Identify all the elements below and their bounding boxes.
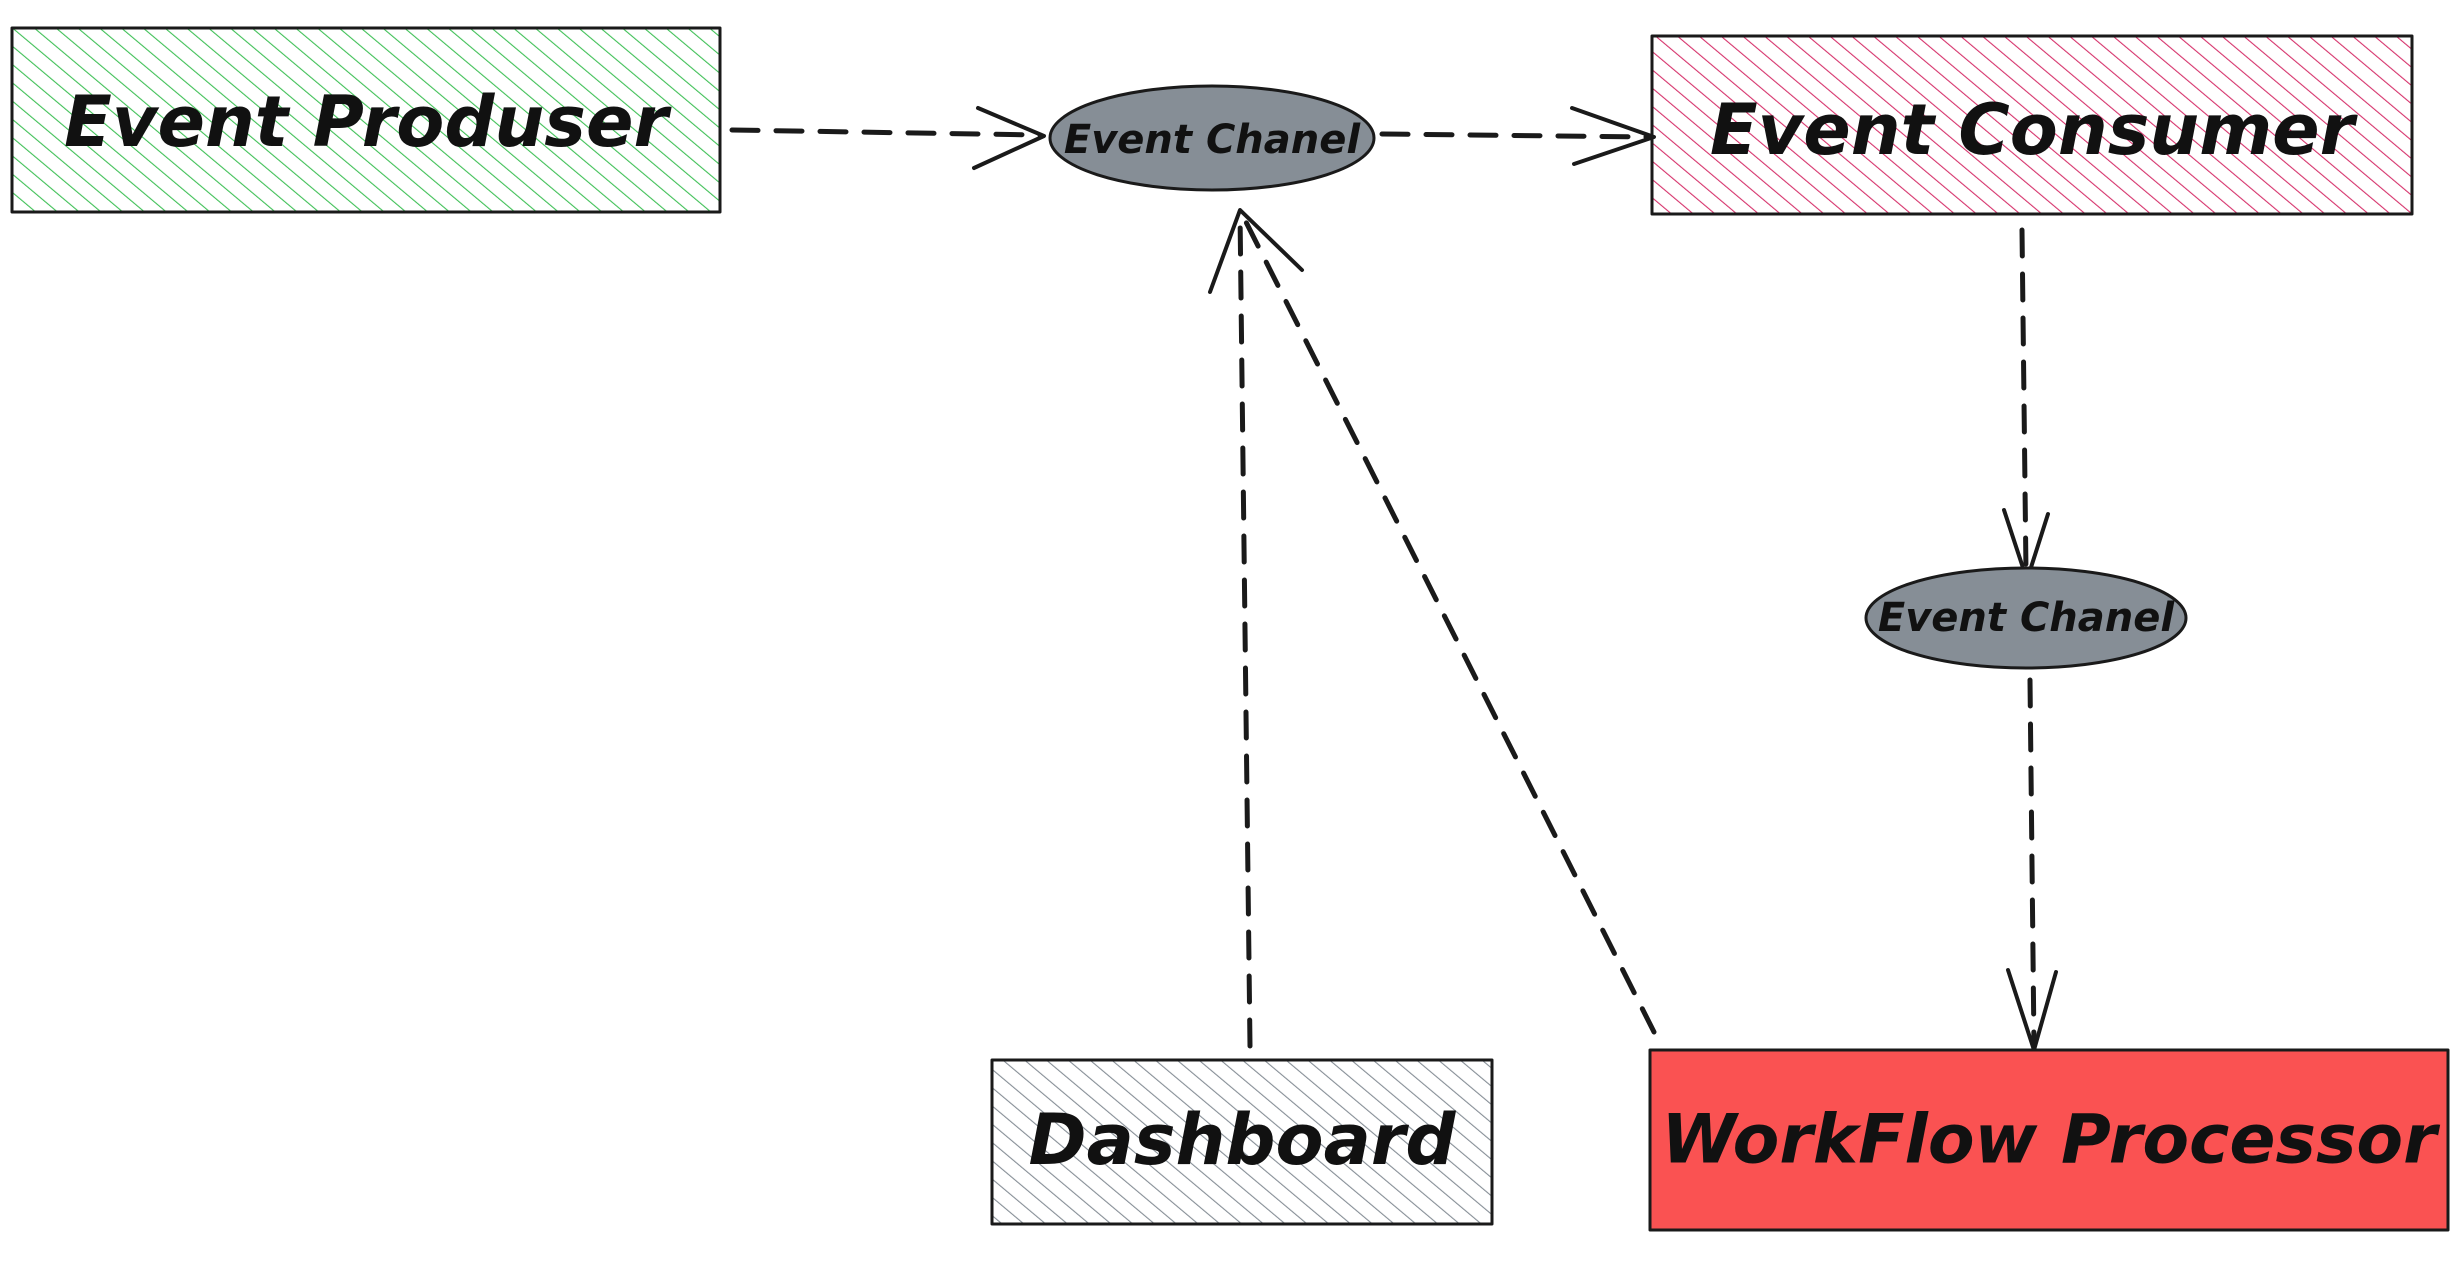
- dashboard-fill: [992, 1060, 1492, 1224]
- event-channel-top-shape: [1048, 84, 1376, 192]
- event-producer-label: Event Produser: [64, 81, 672, 163]
- event-consumer-label: Event Consumer: [1710, 89, 2359, 171]
- edge-dashboard-to-channel: [1208, 208, 1304, 1049]
- event-consumer-fill: [1652, 36, 2412, 214]
- dashboard-label: Dashboard: [1029, 1099, 1457, 1181]
- edge-consumer-to-channel2: [2002, 227, 2050, 582]
- event-channel-top-node: Event Chanel: [1048, 84, 1376, 192]
- edge-producer-to-channel: [729, 106, 1046, 170]
- event-producer-node: Event Produser: [10, 26, 722, 214]
- event-consumer-border: [1650, 34, 2414, 216]
- edge-workflow-to-channel: [1243, 219, 1657, 1035]
- dashboard-node: Dashboard: [990, 1058, 1494, 1226]
- event-producer-border: [10, 26, 722, 214]
- workflow-processor-border: [1648, 1048, 2450, 1232]
- edge-channel2-to-workflow: [2006, 677, 2058, 1052]
- workflow-processor-node: WorkFlow Processor: [1648, 1048, 2450, 1232]
- edges: [729, 106, 2058, 1052]
- event-producer-fill: [12, 28, 720, 212]
- event-channel-right-shape: [1864, 566, 2188, 670]
- workflow-processor-label: WorkFlow Processor: [1661, 1101, 2441, 1180]
- workflow-processor-fill: [1650, 1050, 2448, 1230]
- dashboard-border: [990, 1058, 1494, 1226]
- event-consumer-node: Event Consumer: [1650, 34, 2414, 216]
- event-channel-right-label: Event Chanel: [1878, 595, 2175, 641]
- event-channel-top-label: Event Chanel: [1064, 117, 1361, 163]
- edge-channel-to-consumer: [1379, 106, 1656, 166]
- event-channel-right-node: Event Chanel: [1864, 566, 2188, 670]
